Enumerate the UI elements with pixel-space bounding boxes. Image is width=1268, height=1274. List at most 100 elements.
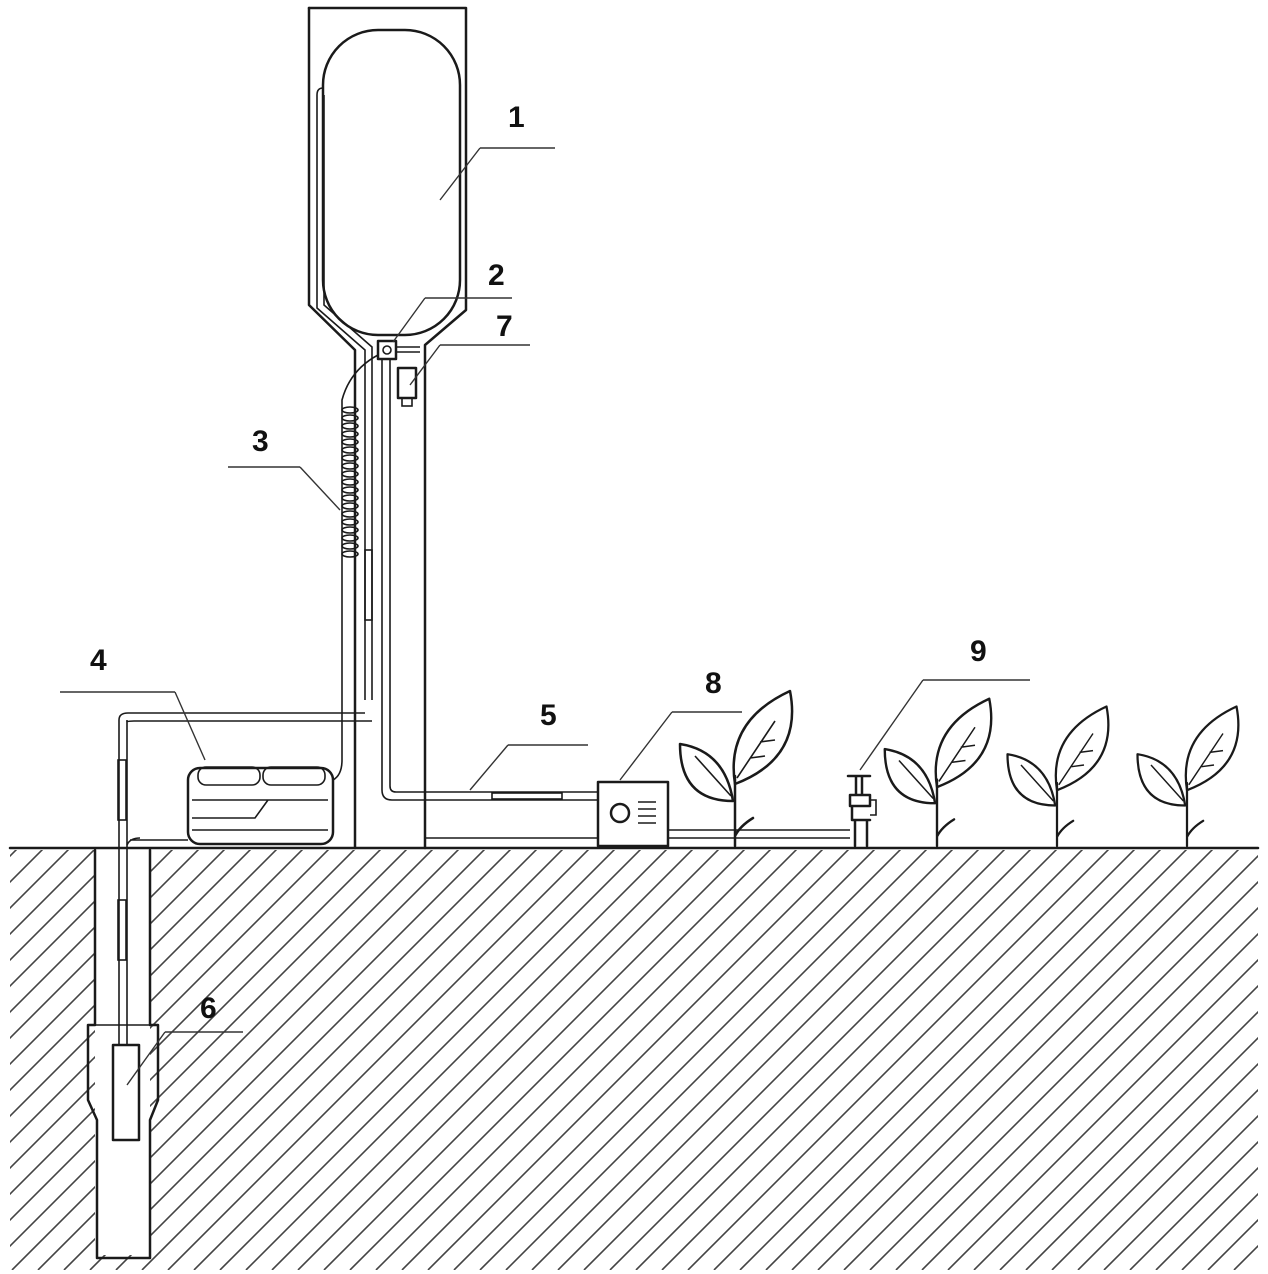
leader-lines (60, 147, 1030, 1086)
hatch-line (167, 850, 599, 1270)
coil-turn (341, 406, 359, 414)
label-6: 6 (200, 992, 217, 1025)
plant (883, 697, 993, 848)
coil-turn (341, 526, 359, 534)
valve (376, 339, 398, 361)
plants (678, 689, 1240, 848)
hatch-line (10, 850, 261, 1270)
ground-hatch (10, 840, 1268, 1270)
tower (307, 6, 598, 850)
water-tank (321, 28, 462, 337)
hatch-line (765, 850, 1197, 1270)
hatch-line (10, 850, 105, 1270)
hatch-line (635, 850, 1067, 1270)
label-4: 4 (90, 644, 107, 677)
hatch-line (1155, 850, 1258, 1270)
hatch-line (973, 850, 1258, 1270)
coil-turn (341, 470, 359, 478)
controller-box (596, 780, 670, 848)
label-3: 3 (252, 425, 269, 458)
plant (678, 689, 794, 848)
coil-turn (341, 510, 359, 518)
hatch-line (375, 850, 807, 1270)
hatch-line (427, 850, 859, 1270)
hatch-line (10, 850, 287, 1270)
hatch-line (141, 850, 573, 1270)
hatch-line (115, 850, 547, 1270)
hatch-line (1077, 850, 1258, 1270)
coil-turn (341, 414, 359, 422)
hatch-line (193, 850, 625, 1270)
coil-turn (341, 534, 359, 542)
hatch-line (999, 850, 1258, 1270)
label-8: 8 (705, 667, 722, 700)
coil-turn (341, 438, 359, 446)
plant (1006, 705, 1110, 848)
hatch-line (1181, 850, 1258, 1270)
hatch-line (947, 850, 1258, 1270)
hatch-line (531, 850, 963, 1270)
hatch-line (271, 850, 703, 1270)
hatch-line (1233, 850, 1258, 1270)
hatch-line (10, 850, 235, 1270)
hatch-line (219, 850, 651, 1270)
hatch-line (10, 850, 131, 1270)
sprinkler (846, 774, 877, 848)
hatch-line (609, 850, 1041, 1270)
well-shaft (86, 848, 160, 1260)
coil-turn (341, 486, 359, 494)
coil-turn (341, 494, 359, 502)
coil-turn (341, 422, 359, 430)
hatch-line (10, 850, 209, 1270)
hatch-line (401, 850, 833, 1270)
hatch-line (1260, 840, 1268, 1270)
hatch-line (1129, 850, 1258, 1270)
hatch-line (323, 850, 755, 1270)
label-1: 1 (508, 101, 525, 134)
hatch-line (713, 850, 1145, 1270)
hatch-line (739, 850, 1171, 1270)
coil-turn (341, 502, 359, 510)
hatch-line (583, 850, 1015, 1270)
coil-turn (341, 518, 359, 526)
hatch-line (557, 850, 989, 1270)
hatch-line (89, 850, 521, 1270)
hatch-line (11, 850, 443, 1270)
submersible-pump (111, 720, 141, 1142)
heating-coil (341, 406, 359, 558)
hatch-line (661, 850, 1093, 1270)
hatch-line (1051, 850, 1258, 1270)
coil-turn (341, 430, 359, 438)
hatch-line (453, 850, 885, 1270)
coil-turn (341, 446, 359, 454)
hatch-line (895, 850, 1258, 1270)
callout-labels: 1 2 7 3 4 5 8 9 6 (90, 101, 987, 1025)
hatch-line (921, 850, 1258, 1270)
hatch-line (505, 850, 937, 1270)
distribution-pipe (668, 829, 850, 839)
hatch-line (791, 850, 1223, 1270)
hatch-line (10, 850, 157, 1270)
hatch-line (10, 850, 313, 1270)
coil-turn (341, 454, 359, 462)
hatch-line (869, 850, 1258, 1270)
coil-turn (341, 462, 359, 470)
pressure-unit (126, 759, 343, 846)
hatch-line (843, 850, 1258, 1270)
label-7: 7 (496, 310, 513, 343)
hatch-line (1207, 850, 1258, 1270)
hatch-line (245, 850, 677, 1270)
hatch-line (10, 850, 417, 1270)
label-5: 5 (540, 699, 557, 732)
hatch-line (297, 850, 729, 1270)
label-9: 9 (970, 635, 987, 668)
coil-turn (341, 478, 359, 486)
level-sensor (396, 366, 418, 400)
hatch-line (1025, 850, 1258, 1270)
hatch-line (817, 850, 1249, 1270)
coil-turn (341, 550, 359, 558)
inlet-pipe (118, 712, 372, 723)
coil-turn (341, 542, 359, 550)
plant (1136, 705, 1240, 848)
